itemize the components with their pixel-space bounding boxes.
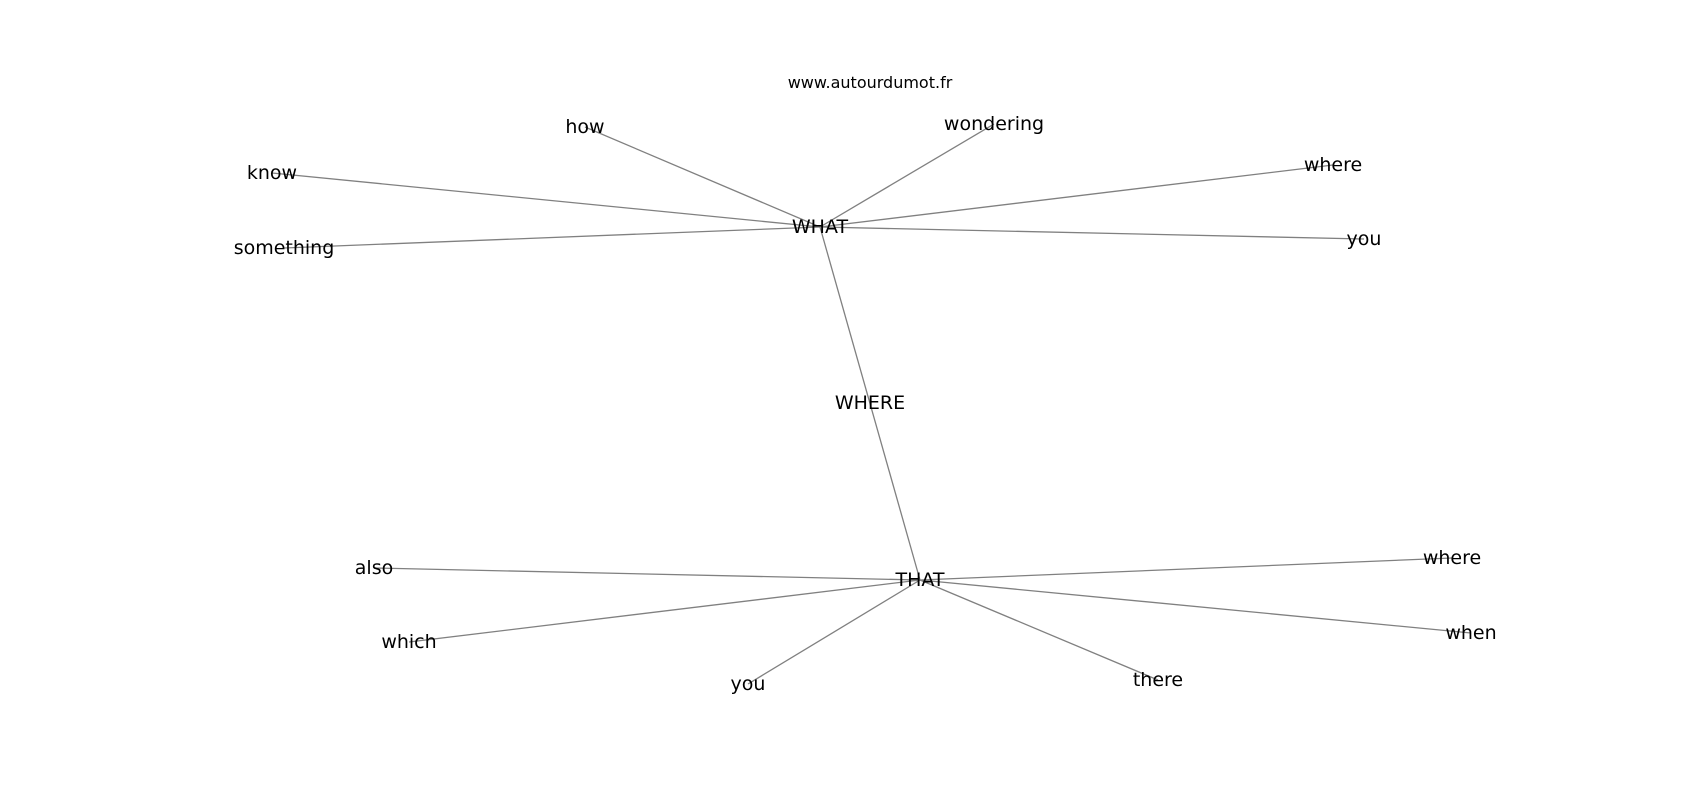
edge-that-when — [919, 579, 1472, 634]
edge-what-that — [819, 226, 921, 581]
edge-that-there — [919, 579, 1159, 681]
edge-that-you — [747, 579, 921, 685]
source-watermark: www.autourdumot.fr — [788, 73, 953, 92]
node-that-which: which — [381, 631, 436, 653]
node-what-know: know — [247, 162, 297, 184]
graph-nodes: WHERE WHAT THAT how wondering know where someth… — [234, 113, 1497, 695]
node-that-when: when — [1445, 622, 1496, 644]
edge-what-you — [819, 226, 1365, 240]
graph-edges — [271, 123, 1472, 685]
edge-that-also — [373, 567, 921, 581]
node-that-there: there — [1133, 669, 1183, 691]
node-that-you: you — [731, 673, 766, 695]
node-center: WHERE — [835, 392, 905, 414]
edge-what-wondering — [819, 123, 995, 228]
edge-what-know — [271, 172, 821, 228]
node-that-where: where — [1423, 547, 1481, 569]
node-what-wondering: wondering — [944, 113, 1044, 135]
node-what-where: where — [1304, 154, 1362, 176]
edge-that-where — [919, 557, 1453, 581]
node-that-also: also — [355, 557, 393, 579]
node-what-something: something — [234, 237, 335, 259]
edge-what-how — [584, 126, 821, 228]
node-what-how: how — [565, 116, 604, 138]
node-hub-what: WHAT — [792, 216, 849, 238]
edge-what-something — [283, 226, 821, 249]
node-hub-that: THAT — [894, 569, 944, 591]
edge-that-which — [408, 579, 921, 643]
node-what-you: you — [1347, 228, 1382, 250]
edge-what-where — [819, 164, 1334, 228]
